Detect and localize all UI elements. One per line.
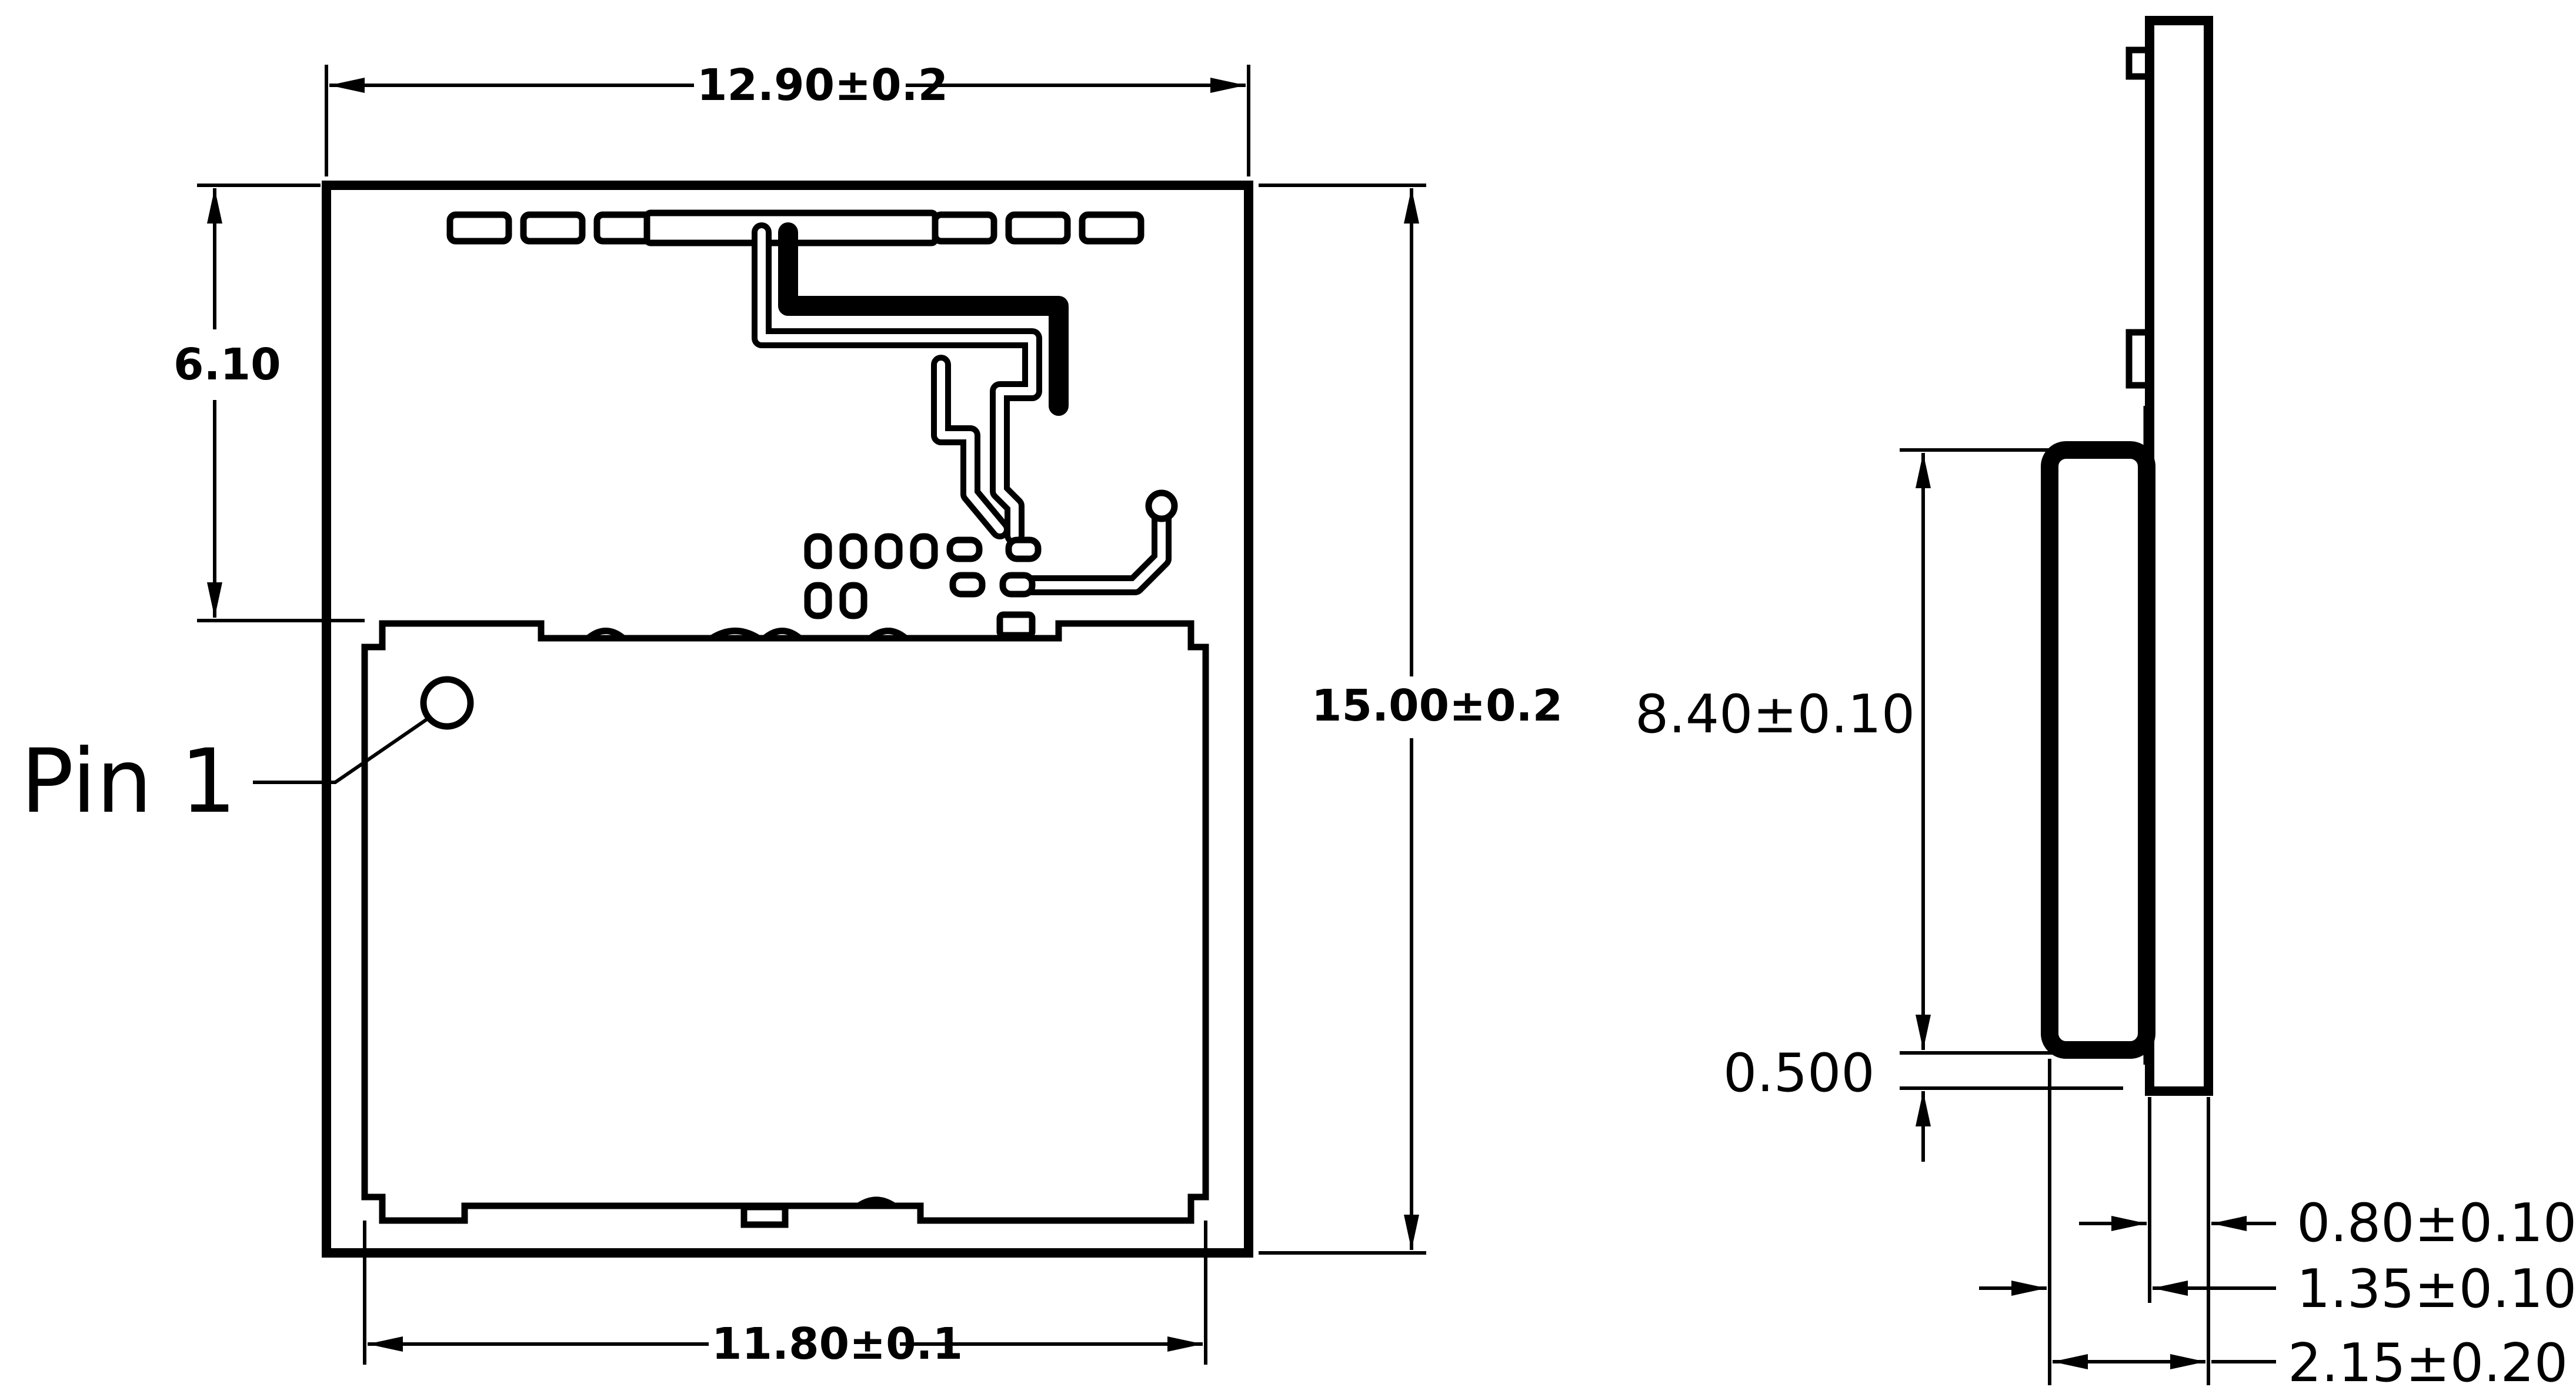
svg-text:2.15±0.20: 2.15±0.20 bbox=[2288, 1332, 2568, 1394]
svg-text:12.90±0.2: 12.90±0.2 bbox=[697, 60, 948, 111]
svg-text:0.500: 0.500 bbox=[1723, 1042, 1875, 1104]
pcb-tab-top bbox=[2125, 46, 2150, 80]
pin1-marker bbox=[420, 676, 474, 730]
dim-right-height: 15.00±0.2 bbox=[1259, 184, 1563, 1255]
dim-pcb-thickness: 0.80±0.10 bbox=[2079, 1192, 2576, 1254]
svg-text:0.80±0.10: 0.80±0.10 bbox=[2297, 1192, 2576, 1254]
shield-side bbox=[2041, 441, 2155, 1059]
pcb-side bbox=[2145, 16, 2213, 1096]
dim-bottom-width: 11.80±0.1 bbox=[363, 1221, 1207, 1369]
dim-left-height: 6.10 bbox=[173, 184, 365, 622]
shield-outline bbox=[361, 620, 1209, 1224]
svg-text:1.35±0.10: 1.35±0.10 bbox=[2297, 1258, 2576, 1320]
dim-offset: 0.500 bbox=[1723, 1042, 2123, 1162]
pcb-tab-mid bbox=[2125, 329, 2150, 389]
antenna-pads bbox=[446, 209, 1144, 246]
svg-text:8.40±0.10: 8.40±0.10 bbox=[1635, 684, 1915, 745]
antenna-trace bbox=[752, 222, 1178, 595]
pin1-leader bbox=[253, 716, 431, 784]
top-view: Pin 1 12.90±0.2 6.10 bbox=[21, 60, 1563, 1369]
pin1-label: Pin 1 bbox=[21, 731, 236, 833]
svg-text:11.80±0.1: 11.80±0.1 bbox=[712, 1319, 963, 1369]
dim-shield-height: 8.40±0.10 bbox=[1635, 448, 2053, 1055]
side-view: 8.40±0.10 0.500 0.80±0.10 1.35±0.10 bbox=[1635, 16, 2576, 1394]
shield-notches bbox=[586, 628, 908, 1228]
svg-text:6.10: 6.10 bbox=[173, 339, 281, 390]
dim-shield-thickness: 1.35±0.10 bbox=[1979, 1258, 2576, 1320]
dim-top-width: 12.90±0.2 bbox=[325, 60, 1250, 176]
svg-text:15.00±0.2: 15.00±0.2 bbox=[1312, 681, 1563, 731]
pcb-outline bbox=[322, 181, 1253, 1258]
passive-components bbox=[804, 533, 1042, 639]
dim-total-thickness: 2.15±0.20 bbox=[2053, 1332, 2568, 1394]
